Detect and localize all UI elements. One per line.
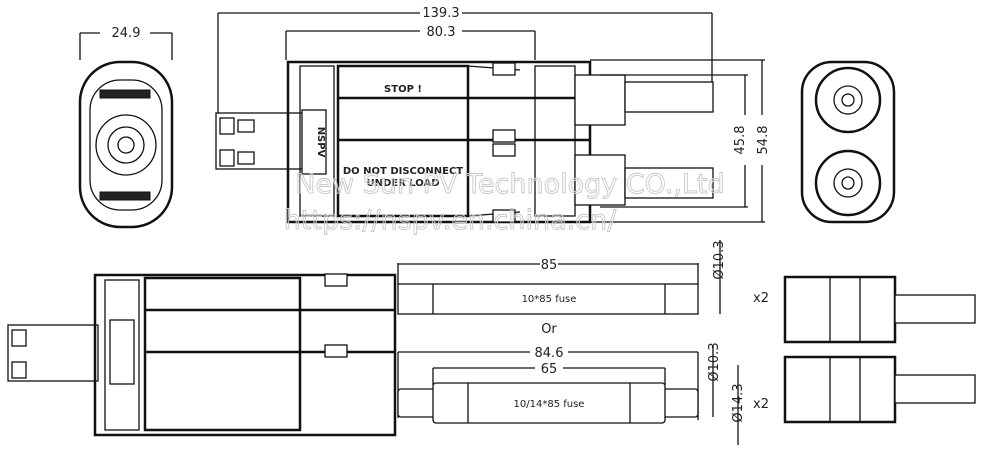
logo-nspv: NSPV: [315, 127, 326, 158]
dim-fuse2-diameter-small: Ø10.3: [707, 342, 722, 381]
dim-overall-length: 139.3: [422, 6, 459, 21]
fuse1-qty: x2: [753, 291, 769, 306]
side-view: 139.3 80.3 NSPV STOP ! DO NOT DISCONNECT…: [215, 6, 772, 224]
dim-inner-height: 45.8: [733, 126, 748, 155]
dim-fuse2-length: 84.6: [535, 346, 564, 361]
fuse1-label: 10*85 fuse: [522, 294, 577, 305]
dim-outer-height: 54.8: [756, 126, 771, 155]
fuse-10x85: 85 10*85 fuse Ø10.3 x2: [397, 240, 769, 315]
end-view: [800, 60, 896, 224]
front-view: 24.9: [78, 26, 174, 229]
fuse2-label: 10/14*85 fuse: [514, 399, 585, 410]
fuse2-qty: x2: [753, 397, 769, 412]
branch-connectors: [783, 275, 976, 424]
watermark-company: New Sun PV Technology CO.,Ltd: [295, 169, 725, 200]
warning-line2: UNDER LOAD: [366, 178, 439, 189]
dim-front-width: 24.9: [112, 26, 141, 41]
dim-fuse2-inner-length: 65: [541, 362, 558, 377]
fuse-10-14x85: 84.6 65 10/14*85 fuse Ø10.3 Ø14.3 x2: [397, 342, 769, 445]
or-label: Or: [541, 322, 557, 337]
body-view: [7, 273, 397, 437]
dim-fuse1-diameter: Ø10.3: [712, 240, 727, 279]
dim-fuse2-diameter-large: Ø14.3: [731, 383, 746, 422]
watermark-url: https://nspv.en.china.cn/: [284, 205, 618, 236]
dim-fuse1-length: 85: [541, 258, 558, 273]
warning-line1: DO NOT DISCONNECT: [343, 166, 463, 177]
dim-body-length: 80.3: [427, 25, 456, 40]
stop-label: STOP !: [384, 84, 422, 95]
